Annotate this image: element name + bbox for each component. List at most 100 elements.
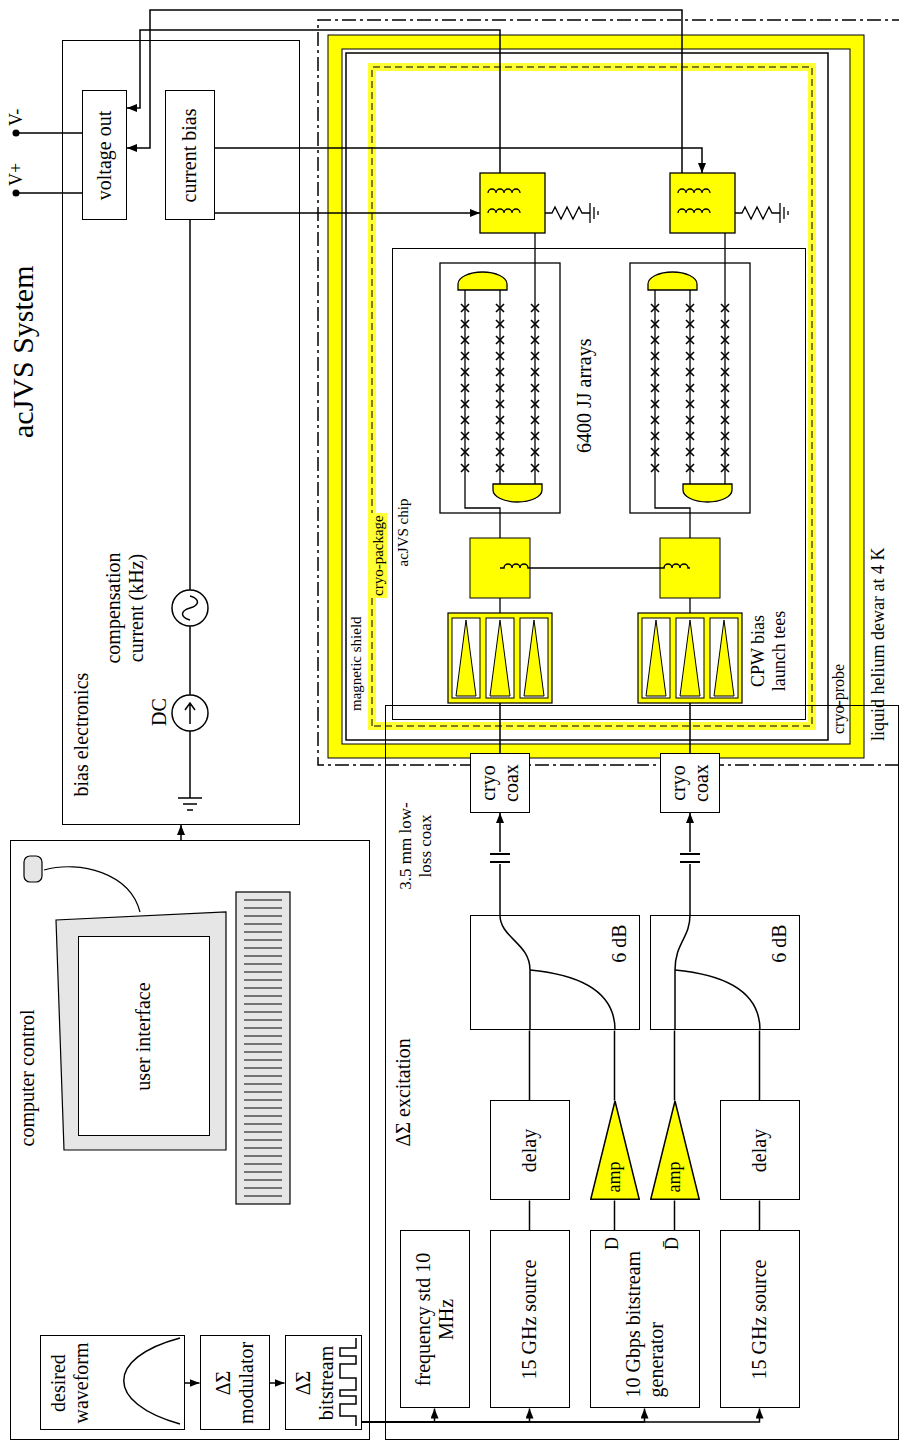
computer-vents	[244, 1140, 282, 1141]
screen-box: user interface	[78, 937, 210, 1137]
bias-source-circuit	[178, 798, 202, 810]
jj-array	[630, 263, 750, 513]
bias-source-circuit	[185, 703, 195, 724]
launch-pad	[520, 618, 548, 698]
computer-vents	[244, 948, 282, 949]
launch-pad	[710, 618, 738, 698]
computer-vents	[244, 1076, 282, 1077]
computer-vents	[244, 980, 282, 981]
jj-array	[534, 233, 535, 486]
launch-pad	[448, 613, 552, 703]
computer-vents	[244, 932, 282, 933]
computer-vents	[244, 1188, 282, 1189]
launch-pad	[490, 620, 510, 696]
amplifier-triangle: amp	[650, 1101, 700, 1201]
computer-vents	[244, 1044, 282, 1045]
chip-circuit	[440, 173, 788, 703]
output-terminal	[13, 130, 20, 137]
process-box: ΔΣ bitstream	[285, 1336, 362, 1431]
jj-array	[493, 484, 542, 502]
bias-source-circuit	[172, 220, 208, 810]
connector-line	[759, 1201, 761, 1231]
magnetic-shield-outline	[346, 53, 828, 740]
process-box: desired waveform	[40, 1336, 185, 1431]
box-text: 6 dB	[768, 925, 791, 963]
box-text: cryo coax	[667, 757, 713, 809]
launch-pad	[452, 618, 480, 698]
connector-line	[270, 1382, 285, 1384]
resistor-symbol	[590, 203, 598, 223]
connector-line	[674, 1031, 676, 1101]
jj-array	[461, 304, 469, 472]
computer-vents	[244, 1052, 282, 1053]
coupler-internal-line	[675, 915, 690, 1030]
region-heading: bias electronics	[70, 671, 93, 799]
launch-pad	[642, 618, 670, 698]
computer-vents	[244, 1196, 282, 1197]
computer-vents	[244, 1028, 282, 1029]
cryo-probe-band	[342, 49, 850, 744]
dc-block-capacitor	[680, 852, 700, 864]
connector-line	[180, 825, 182, 840]
computer-vents	[244, 1036, 282, 1037]
signal-label: D	[602, 1237, 623, 1250]
cryo-package-band	[372, 67, 812, 726]
dc-block-capacitor	[490, 854, 510, 862]
dewar-outline	[318, 20, 899, 765]
computer-vents	[244, 1108, 282, 1109]
computer-vents	[244, 916, 282, 917]
jj-array	[651, 304, 659, 472]
bias-tee-coil	[500, 564, 690, 568]
dc-block-capacitor	[680, 854, 700, 862]
connector-line	[529, 1201, 531, 1231]
instrument-box: 10 Gbps bitstream generator	[590, 1231, 700, 1409]
computer-vents	[244, 1068, 282, 1069]
array-label: 6400 JJ arrays	[573, 339, 596, 453]
jj-array	[440, 263, 560, 513]
connector-line	[689, 813, 691, 916]
connector-line	[529, 1031, 531, 1101]
bitstream-pulses	[340, 1338, 356, 1426]
box-text: frequency std 10 MHz	[412, 1235, 458, 1405]
computer-vents	[244, 1180, 282, 1181]
launch-pad	[680, 620, 700, 696]
connector-line	[362, 1409, 435, 1423]
computer-vents	[244, 1092, 282, 1093]
computer-vents	[244, 1132, 282, 1133]
instrument-box: 15 GHz source	[720, 1231, 800, 1409]
computer-icon	[44, 867, 140, 912]
bias-source-circuit	[189, 731, 191, 798]
computer-vents	[244, 1124, 282, 1125]
computer-icon	[236, 892, 290, 1204]
connector-line	[614, 1031, 616, 1101]
computer-vents	[244, 956, 282, 957]
jj-array	[440, 233, 560, 613]
bias-source-circuit	[172, 590, 208, 626]
bias-wire	[215, 148, 702, 213]
cryo-probe-band	[328, 35, 864, 758]
launch-pad	[638, 613, 742, 703]
box-text: ΔΣ modulator	[212, 1340, 258, 1427]
computer-vents	[244, 924, 282, 925]
bias-wire	[215, 148, 702, 173]
launch-pad	[486, 618, 514, 698]
region-heading: acJVS chip	[395, 497, 412, 569]
process-box: current bias	[165, 91, 215, 221]
box-text: user interface	[132, 982, 155, 1090]
computer-vents	[244, 1012, 282, 1013]
box-text: delay	[748, 1129, 771, 1172]
box-text: voltage out	[93, 111, 116, 200]
transformer	[678, 189, 710, 193]
transformer	[678, 209, 710, 213]
process-box: voltage out	[82, 91, 127, 221]
jj-array	[686, 304, 694, 472]
computer-vents	[244, 996, 282, 997]
box-text: desired waveform	[47, 1340, 93, 1427]
region-heading: computer control	[16, 1007, 39, 1148]
source-label: compensation current (kHz)	[102, 538, 148, 678]
coupler-box: 6 dB	[650, 916, 800, 1031]
waveform-curve	[124, 1338, 180, 1424]
